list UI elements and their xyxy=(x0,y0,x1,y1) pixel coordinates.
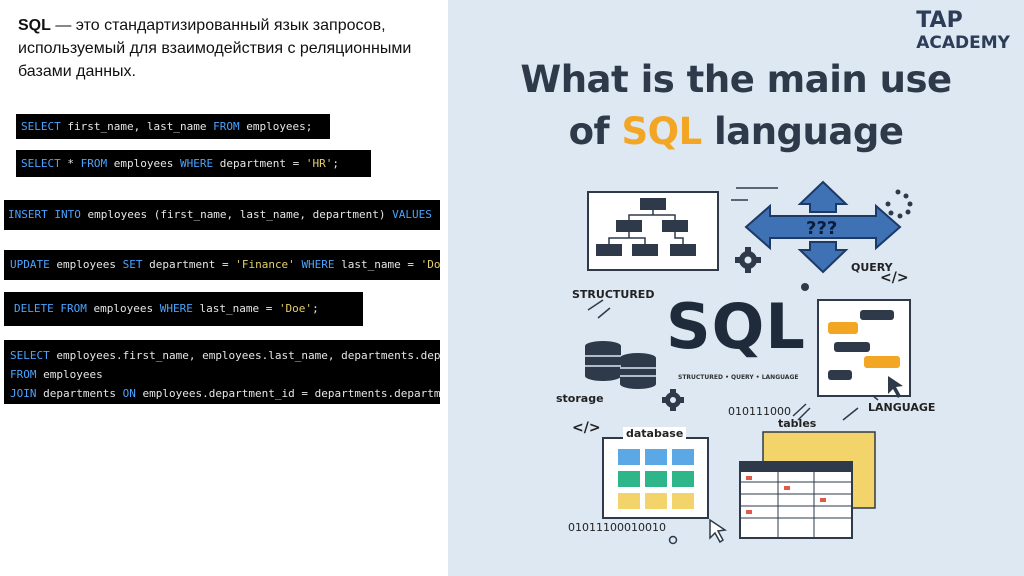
sql-infographic: TAP ACADEMY What is the main use of SQL … xyxy=(448,0,1024,576)
intro-text: — это стандартизированный язык запросов,… xyxy=(18,17,412,80)
question-marks: ??? xyxy=(806,218,838,239)
query-label: QUERY xyxy=(851,261,893,274)
code-line: DELETE FROM employees WHERE last_name = … xyxy=(14,302,319,315)
folder-grid-icon xyxy=(618,449,694,509)
sql-tagline: STRUCTURED • QUERY • LANGUAGE xyxy=(678,374,799,381)
language-label: LANGUAGE xyxy=(868,401,936,414)
storage-database-icon xyxy=(585,341,656,389)
intro-term: SQL xyxy=(18,17,51,34)
structured-label: STRUCTURED xyxy=(572,288,655,301)
headline-line-1: What is the main use xyxy=(520,58,952,101)
intro-paragraph: SQL — это стандартизированный язык запро… xyxy=(18,14,438,83)
code-line: INSERT INTO employees (first_name, last_… xyxy=(8,208,440,221)
org-chart-icon xyxy=(596,198,696,256)
sql-big-title: SQL xyxy=(666,290,806,363)
gear-icon-2 xyxy=(662,389,684,411)
code-line: SELECT employees.first_name, employees.l… xyxy=(10,349,440,362)
code-tag-icon: </> xyxy=(880,270,909,286)
query-arrows-icon xyxy=(744,180,902,274)
tables-icon xyxy=(739,431,876,539)
code-line: JOIN departments ON employees.department… xyxy=(10,387,440,400)
code-block-select: SELECT first_name, last_name FROM employ… xyxy=(16,114,330,139)
infographic-illustration xyxy=(585,180,913,545)
code-line: SELECT first_name, last_name FROM employ… xyxy=(21,120,313,133)
code-line: UPDATE employees SET department = 'Finan… xyxy=(10,258,440,271)
gear-icon xyxy=(735,247,761,273)
code-line: FROM employees xyxy=(10,368,103,381)
code-block-update: UPDATE employees SET department = 'Finan… xyxy=(4,250,440,280)
code-tag-icon-2: </> xyxy=(572,420,601,436)
code-block-delete: DELETE FROM employees WHERE last_name = … xyxy=(4,292,363,326)
loading-dots-icon xyxy=(885,189,913,219)
cursor-arrow-icon-2 xyxy=(709,518,728,544)
headline-accent-sql: SQL xyxy=(621,110,702,153)
tap-academy-logo: TAP ACADEMY xyxy=(916,8,1010,54)
storage-label: storage xyxy=(556,392,604,405)
code-block-join: SELECT employees.first_name, employees.l… xyxy=(4,340,440,404)
code-block-select-where: SELECT * FROM employees WHERE department… xyxy=(16,150,371,177)
chat-bubbles-icon xyxy=(828,310,900,380)
code-line: SELECT * FROM employees WHERE department… xyxy=(21,157,339,170)
headline-line-2: of SQL language xyxy=(568,110,904,153)
binary-text-2: 01011100010010 xyxy=(568,521,666,534)
database-label: database xyxy=(623,427,687,440)
binary-text-1: 010111000 xyxy=(728,405,791,418)
tables-label: tables xyxy=(778,417,817,430)
cursor-arrow-icon xyxy=(888,376,903,398)
code-block-insert: INSERT INTO employees (first_name, last_… xyxy=(4,200,440,230)
